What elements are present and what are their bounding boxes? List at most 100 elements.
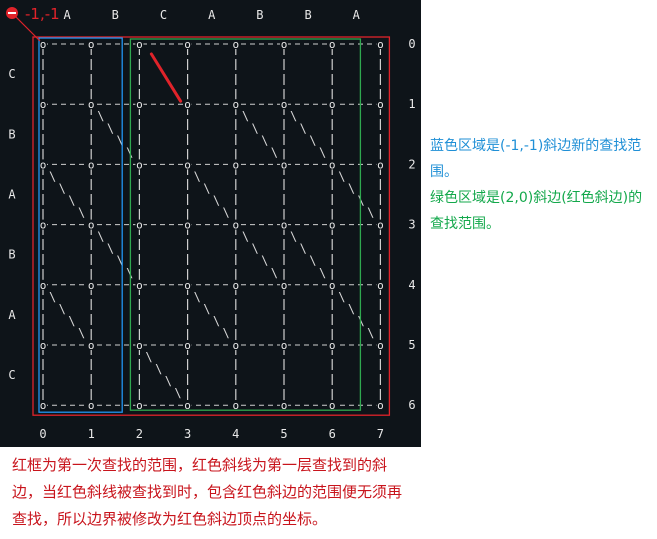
terminal-panel: \\\\\\\\\\\\\\\\\\\\\\\\\\\\\\\\\\\\\\\\… (0, 0, 421, 447)
diagonal-glyph: \ (59, 302, 66, 316)
node-bg (231, 400, 240, 411)
x-coordinate-label: 4 (232, 427, 239, 441)
x-coordinate-label: 6 (329, 427, 336, 441)
y-coordinate-label: 3 (408, 218, 415, 232)
corner-label: -1,-1 (25, 5, 60, 23)
node-bg (135, 279, 144, 290)
column-label: A (353, 8, 361, 22)
node-bg (39, 400, 47, 411)
grid-node: o (136, 158, 143, 171)
grid-node: o (377, 158, 384, 171)
node-bg (183, 159, 192, 170)
node-bg (376, 39, 385, 49)
grid-node: o (136, 339, 143, 352)
highlight-diagonal (149, 52, 183, 103)
grid-node: o (281, 219, 288, 232)
node-bg (183, 400, 192, 411)
grid-node: o (232, 98, 239, 111)
node-bg (39, 279, 47, 290)
node-bg (87, 39, 96, 49)
column-label: A (63, 8, 71, 22)
row-label: A (8, 188, 16, 202)
annotation: 蓝色区域是(-1,-1)斜边新的查找范围。 绿色区域是(2,0)斜边(红色斜边)… (430, 133, 645, 237)
node-bg (183, 99, 192, 110)
diagonal-glyph: \ (194, 290, 201, 304)
grid-node: o (88, 158, 95, 171)
x-coordinate-label: 3 (184, 427, 191, 441)
grid-node: o (40, 38, 47, 51)
row-label: B (8, 127, 15, 141)
diagonal-glyph: \ (309, 254, 316, 268)
caption: 红框为第一次查找的范围，红色斜线为第一层查找到的斜边，当红色斜线被查找到时，包含… (12, 456, 403, 528)
grid-node: o (88, 279, 95, 292)
y-coordinate-label: 2 (408, 157, 415, 171)
grid-node: o (136, 279, 143, 292)
diagonal-glyph: \ (319, 266, 326, 280)
node-bg (280, 159, 288, 170)
column-label: B (304, 8, 311, 22)
y-coordinate-label: 0 (408, 37, 415, 51)
y-coordinate-label: 1 (408, 97, 415, 111)
x-coordinate-label: 1 (88, 427, 95, 441)
diagonal-glyph: \ (59, 181, 66, 195)
grid-node: o (329, 38, 336, 51)
node-bg (39, 340, 47, 350)
column-label: A (208, 8, 216, 22)
green-region-note: 绿色区域是(2,0)斜边(红色斜边)的查找范围。 (430, 190, 643, 232)
diagonal-glyph: \ (78, 326, 85, 340)
node-bg (231, 279, 240, 290)
node-bg (87, 99, 96, 110)
diagonal-glyph: \ (117, 254, 124, 268)
diagonal-glyph: \ (68, 194, 75, 208)
grid-node: o (329, 98, 336, 111)
green-search-box (129, 38, 362, 411)
diagonal-glyph: \ (300, 121, 307, 135)
corner-marker-minus (8, 12, 16, 14)
blue-search-box (38, 37, 123, 413)
node-bg (135, 159, 144, 170)
grid-node: o (184, 98, 191, 111)
grid-node: o (40, 279, 47, 292)
node-bg (280, 39, 288, 49)
node-bg (39, 219, 47, 230)
node-bg (135, 99, 144, 110)
node-bg (328, 400, 337, 411)
diagonal-glyph: \ (338, 169, 345, 183)
node-bg (328, 219, 337, 230)
grid-node: o (377, 399, 384, 412)
node-bg (328, 39, 337, 49)
node-bg (87, 400, 96, 411)
node-bg (183, 340, 192, 350)
node-bg (39, 99, 47, 110)
grid-node: o (88, 339, 95, 352)
row-label: C (8, 67, 15, 81)
grid-node: o (88, 399, 95, 412)
grid-node: o (136, 219, 143, 232)
diagonal-glyph: \ (358, 194, 365, 208)
grid-node: o (40, 399, 47, 412)
node-bg (87, 279, 96, 290)
grid-node: o (136, 98, 143, 111)
diagonal-glyph: \ (223, 206, 230, 220)
grid-node: o (329, 158, 336, 171)
grid-node: o (40, 339, 47, 352)
row-label: C (8, 368, 15, 382)
node-bg (376, 219, 385, 230)
diagonal-glyph: \ (319, 145, 326, 159)
column-label: B (112, 8, 119, 22)
node-bg (87, 219, 96, 230)
grid-node: o (184, 339, 191, 352)
grid-node: o (88, 38, 95, 51)
node-bg (376, 99, 385, 110)
diagonal-glyph: \ (290, 109, 297, 123)
x-coordinate-label: 7 (377, 427, 384, 441)
diagonal-glyph: \ (300, 242, 307, 256)
grid-node: o (232, 158, 239, 171)
node-bg (376, 340, 385, 350)
diagonal-glyph: \ (348, 181, 355, 195)
grid-node: o (184, 158, 191, 171)
grid-node: o (281, 98, 288, 111)
diagonal-glyph: \ (261, 254, 268, 268)
edit-graph-grid: \\\\\\\\\\\\\\\\\\\\\\\\\\\\\\\\\\\\\\\\… (6, 5, 416, 441)
grid-node: o (136, 38, 143, 51)
